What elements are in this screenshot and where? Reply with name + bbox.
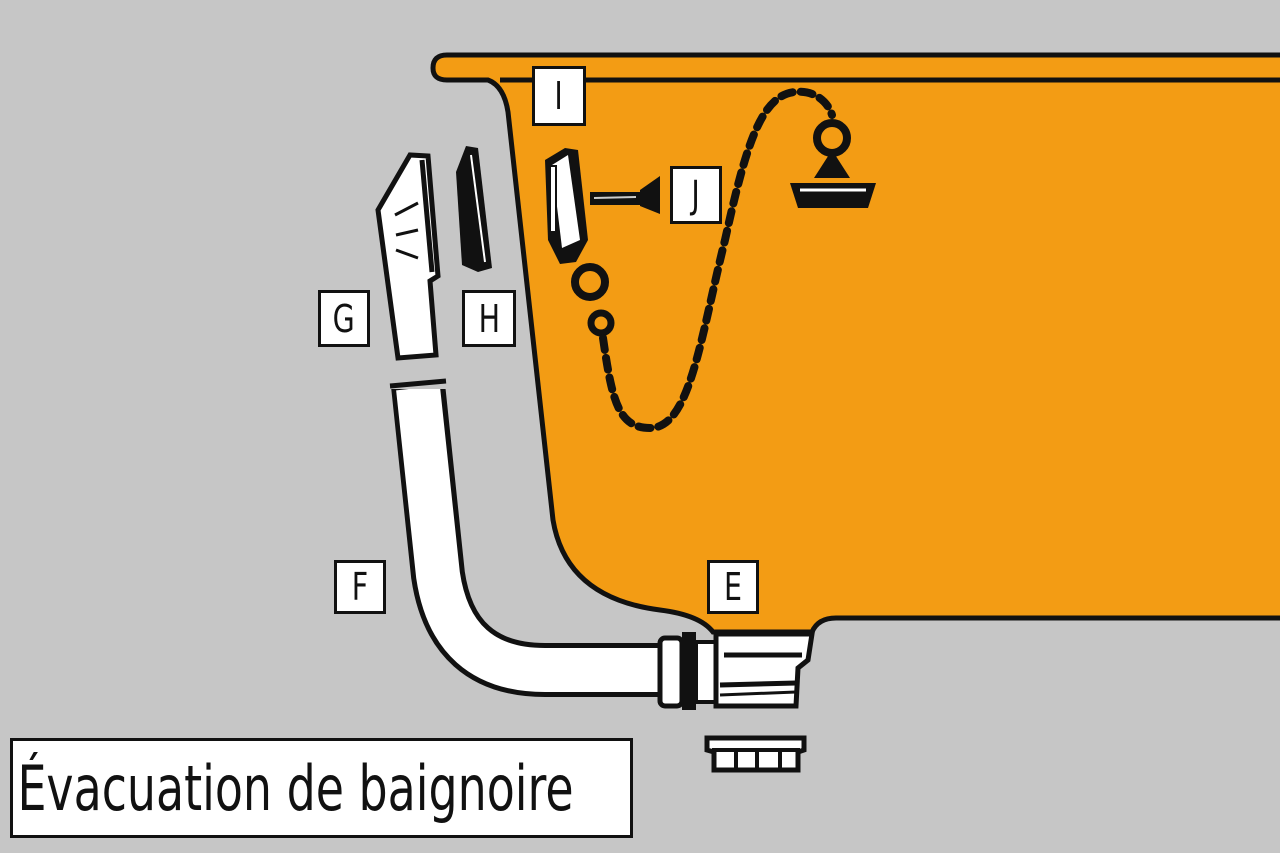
- label-g-text: G: [332, 296, 356, 341]
- bathtub: [430, 52, 1280, 635]
- chain-dashed: [599, 87, 836, 433]
- drain-assembly-e: [657, 631, 815, 773]
- label-e: E: [707, 560, 759, 614]
- label-j-text: J: [691, 173, 701, 217]
- screw-j: [590, 176, 660, 214]
- chain-ring: [571, 263, 609, 301]
- label-i: I: [532, 66, 586, 126]
- chain-ring: [587, 309, 615, 337]
- pipe-top-edge: [389, 378, 447, 389]
- stopper-plug: [790, 119, 876, 208]
- label-h-text: H: [478, 296, 500, 341]
- label-f: F: [334, 560, 386, 614]
- caption-title: Évacuation de baignoire: [17, 751, 574, 825]
- overflow-elbow-g: [375, 152, 441, 361]
- caption-box: Évacuation de baignoire: [10, 738, 633, 838]
- overflow-gasket-h: [456, 146, 492, 272]
- label-e-text: E: [723, 565, 742, 609]
- gasket-highlight: [470, 154, 486, 263]
- drain-pipe-f-fill: [396, 385, 660, 692]
- label-j: J: [670, 166, 722, 224]
- label-g: G: [318, 290, 370, 347]
- overflow-plate-i: [545, 148, 588, 264]
- label-f-text: F: [351, 565, 369, 609]
- label-i-text: I: [554, 74, 564, 118]
- label-h: H: [462, 290, 516, 347]
